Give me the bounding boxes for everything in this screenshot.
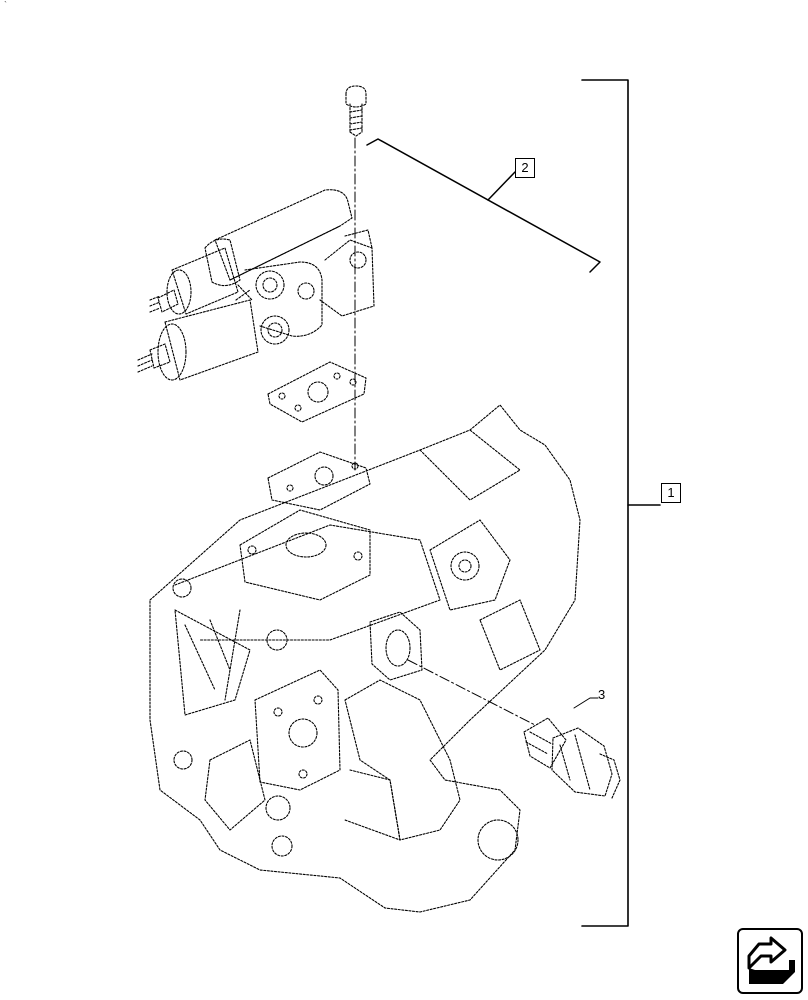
corner-mark: `: [4, 0, 7, 10]
callout-item-2: 2: [515, 158, 535, 178]
assembly-bracket: [581, 79, 661, 927]
screw: [345, 85, 367, 137]
fitting: [523, 717, 621, 799]
arrow-box-icon: [747, 936, 795, 984]
assembly-axis: [354, 137, 536, 726]
leader-item-2: [366, 138, 601, 273]
callout-item-3: 3: [598, 687, 606, 702]
gasket: [267, 361, 367, 423]
navigation-button[interactable]: [737, 928, 803, 994]
leader-item-3: [573, 697, 599, 709]
control-valve: [137, 189, 375, 381]
hydraulic-pump: [149, 404, 581, 913]
callout-item-1: 1: [661, 483, 681, 503]
